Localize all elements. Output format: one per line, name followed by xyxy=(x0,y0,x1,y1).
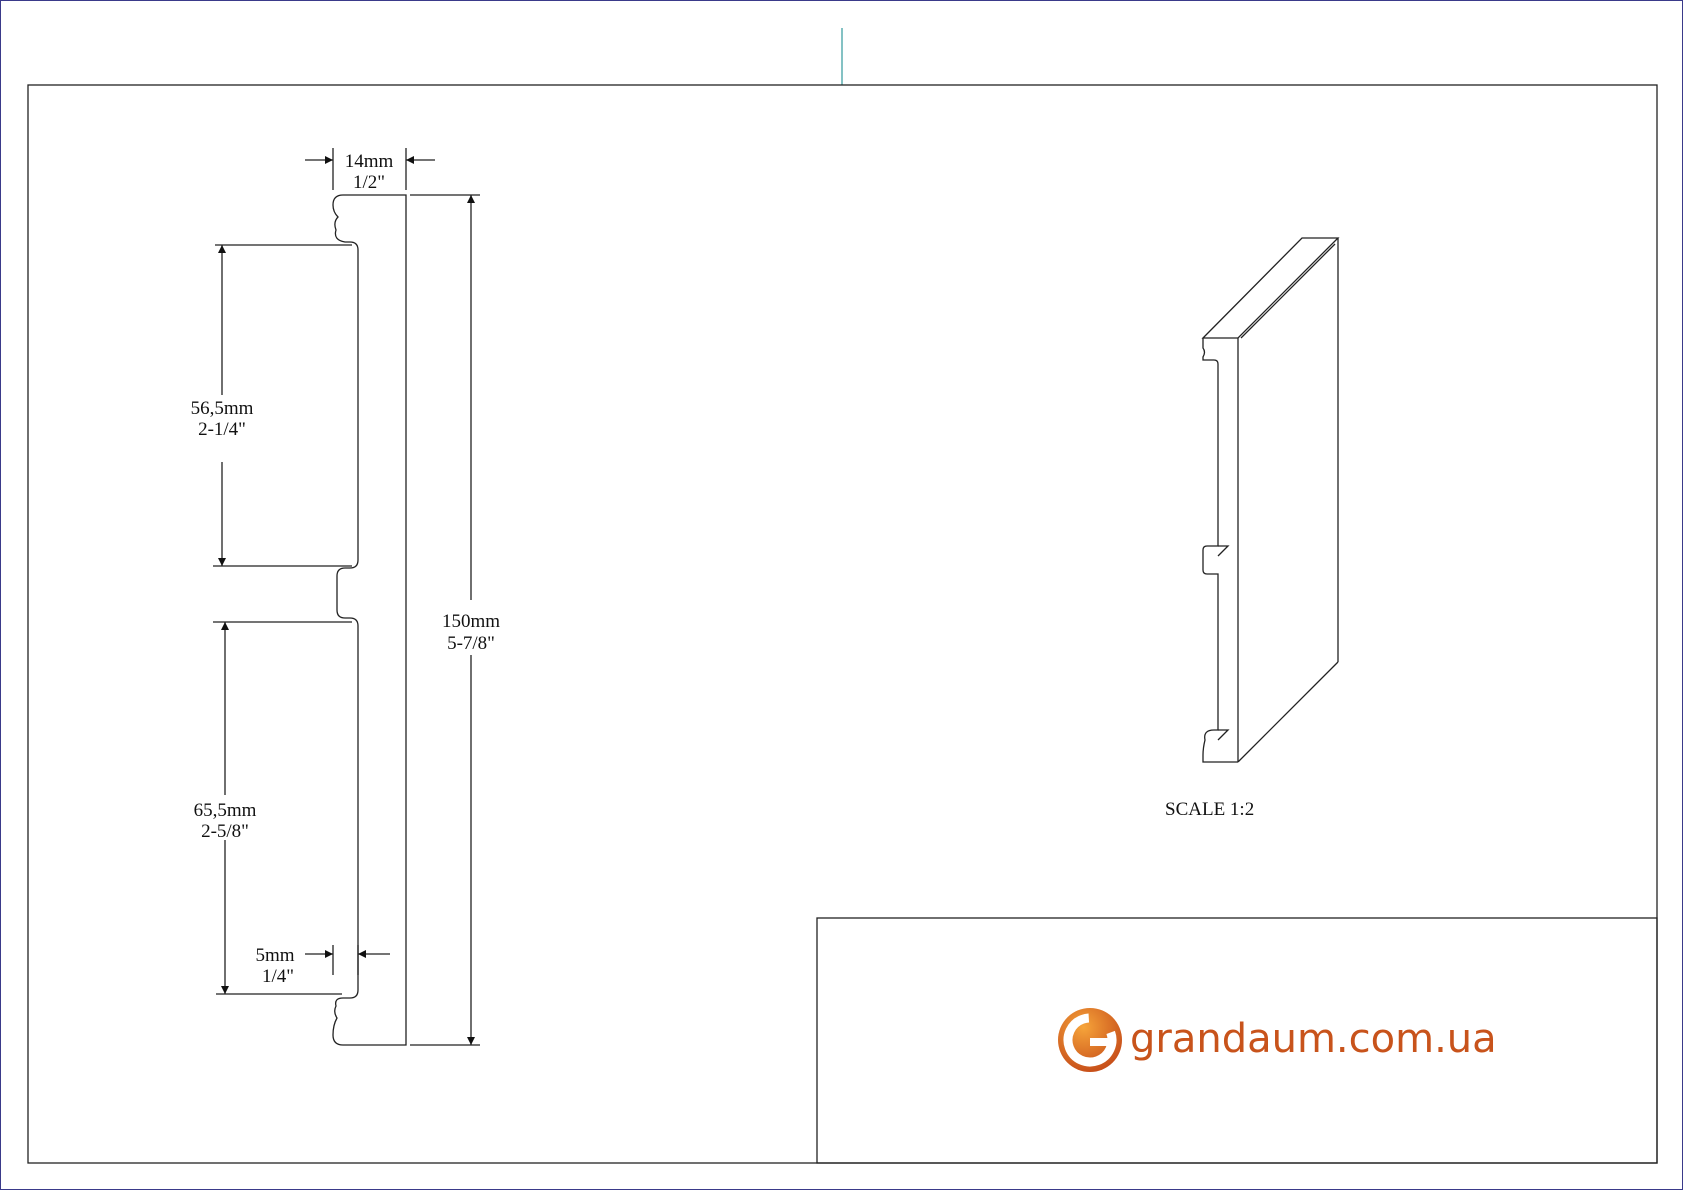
title-block xyxy=(816,917,1658,1164)
svg-text:150mm: 150mm xyxy=(442,611,500,632)
svg-text:56,5mm: 56,5mm xyxy=(191,398,254,419)
dimension-height: 150mm 5-7/8" xyxy=(410,194,500,1046)
svg-text:5mm: 5mm xyxy=(255,945,294,966)
svg-text:1/2": 1/2" xyxy=(353,172,385,193)
profile-section xyxy=(332,194,407,1046)
svg-text:2-1/4": 2-1/4" xyxy=(198,419,246,440)
dimension-upper-groove: 56,5mm 2-1/4" xyxy=(191,244,352,567)
scale-label: SCALE 1:2 xyxy=(1165,799,1254,820)
svg-text:5-7/8": 5-7/8" xyxy=(447,633,495,654)
svg-text:2-5/8": 2-5/8" xyxy=(201,821,249,842)
dimension-groove-depth: 5mm 1/4" xyxy=(255,945,390,987)
svg-text:65,5mm: 65,5mm xyxy=(194,800,257,821)
isometric-view: SCALE 1:2 xyxy=(1165,237,1340,820)
svg-text:1/4": 1/4" xyxy=(262,966,294,987)
logo-text: grandaum.com.ua xyxy=(1130,1016,1497,1062)
dimension-lower-groove: 65,5mm 2-5/8" xyxy=(194,621,352,995)
drawing-border xyxy=(27,84,1658,1164)
grandaum-logo: grandaum.com.ua xyxy=(1058,1008,1497,1072)
svg-text:14mm: 14mm xyxy=(345,151,394,172)
dimension-thickness: 14mm 1/2" xyxy=(305,148,435,193)
